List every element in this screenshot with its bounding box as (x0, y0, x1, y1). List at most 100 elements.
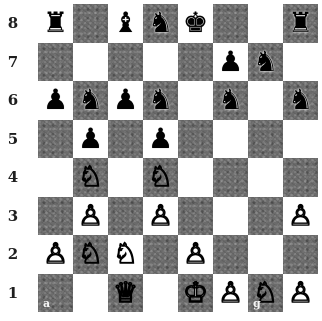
white-knight-icon[interactable]: ♘ (73, 235, 108, 274)
square-b2[interactable]: ♘ (73, 235, 108, 274)
black-pawn-icon[interactable]: ♟ (38, 81, 73, 120)
black-rook-icon[interactable]: ♜ (38, 4, 73, 43)
chess-board: ♜♝♞♚♜♟♞♟♞♟♞♞♞♟♟♘♘♙♙♙♙♘♘♙♕♔♙♘♙ (38, 4, 318, 312)
square-b1[interactable] (73, 274, 108, 313)
white-pawn-icon[interactable]: ♙ (73, 197, 108, 236)
white-queen-icon[interactable]: ♕ (108, 274, 143, 313)
square-d8[interactable]: ♞ (143, 4, 178, 43)
rank-label-6: 6 (6, 91, 20, 109)
square-d1[interactable] (143, 274, 178, 313)
black-knight-icon[interactable]: ♞ (143, 81, 178, 120)
square-c8[interactable]: ♝ (108, 4, 143, 43)
square-d3[interactable]: ♙ (143, 197, 178, 236)
square-f7[interactable]: ♟ (213, 43, 248, 82)
square-f3[interactable] (213, 197, 248, 236)
white-pawn-icon[interactable]: ♙ (213, 274, 248, 313)
square-f5[interactable] (213, 120, 248, 159)
square-a4[interactable] (38, 158, 73, 197)
black-pawn-icon[interactable]: ♟ (213, 43, 248, 82)
square-h7[interactable] (283, 43, 318, 82)
black-knight-icon[interactable]: ♞ (283, 81, 318, 120)
square-e6[interactable] (178, 81, 213, 120)
square-e3[interactable] (178, 197, 213, 236)
square-a7[interactable] (38, 43, 73, 82)
square-e8[interactable]: ♚ (178, 4, 213, 43)
square-h3[interactable]: ♙ (283, 197, 318, 236)
square-e4[interactable] (178, 158, 213, 197)
square-a5[interactable] (38, 120, 73, 159)
rank-label-5: 5 (6, 130, 20, 148)
white-pawn-icon[interactable]: ♙ (283, 197, 318, 236)
square-a3[interactable] (38, 197, 73, 236)
square-h4[interactable] (283, 158, 318, 197)
square-g3[interactable] (248, 197, 283, 236)
rank-label-8: 8 (6, 14, 20, 32)
square-f4[interactable] (213, 158, 248, 197)
square-b4[interactable]: ♘ (73, 158, 108, 197)
square-c1[interactable]: ♕ (108, 274, 143, 313)
black-knight-icon[interactable]: ♞ (248, 43, 283, 82)
white-knight-icon[interactable]: ♘ (143, 158, 178, 197)
black-king-icon[interactable]: ♚ (178, 4, 213, 43)
square-c2[interactable]: ♘ (108, 235, 143, 274)
square-e2[interactable]: ♙ (178, 235, 213, 274)
square-a8[interactable]: ♜ (38, 4, 73, 43)
square-f1[interactable]: ♙ (213, 274, 248, 313)
square-e5[interactable] (178, 120, 213, 159)
square-h8[interactable]: ♜ (283, 4, 318, 43)
rank-label-1: 1 (6, 284, 20, 302)
square-c5[interactable] (108, 120, 143, 159)
white-pawn-icon[interactable]: ♙ (178, 235, 213, 274)
square-a2[interactable]: ♙ (38, 235, 73, 274)
rank-label-4: 4 (6, 168, 20, 186)
white-knight-icon[interactable]: ♘ (73, 158, 108, 197)
square-c7[interactable] (108, 43, 143, 82)
square-c6[interactable]: ♟ (108, 81, 143, 120)
black-pawn-icon[interactable]: ♟ (73, 120, 108, 159)
square-a6[interactable]: ♟ (38, 81, 73, 120)
square-b3[interactable]: ♙ (73, 197, 108, 236)
square-g7[interactable]: ♞ (248, 43, 283, 82)
square-h2[interactable] (283, 235, 318, 274)
square-g2[interactable] (248, 235, 283, 274)
white-pawn-icon[interactable]: ♙ (143, 197, 178, 236)
file-label-g: g (253, 297, 261, 310)
square-d5[interactable]: ♟ (143, 120, 178, 159)
black-bishop-icon[interactable]: ♝ (108, 4, 143, 43)
square-f8[interactable] (213, 4, 248, 43)
white-knight-icon[interactable]: ♘ (108, 235, 143, 274)
square-f6[interactable]: ♞ (213, 81, 248, 120)
rank-label-7: 7 (6, 53, 20, 71)
square-g4[interactable] (248, 158, 283, 197)
square-b5[interactable]: ♟ (73, 120, 108, 159)
square-g6[interactable] (248, 81, 283, 120)
square-g5[interactable] (248, 120, 283, 159)
square-d4[interactable]: ♘ (143, 158, 178, 197)
square-h5[interactable] (283, 120, 318, 159)
square-b8[interactable] (73, 4, 108, 43)
square-d7[interactable] (143, 43, 178, 82)
black-rook-icon[interactable]: ♜ (283, 4, 318, 43)
square-d6[interactable]: ♞ (143, 81, 178, 120)
white-king-icon[interactable]: ♔ (178, 274, 213, 313)
square-e7[interactable] (178, 43, 213, 82)
square-e1[interactable]: ♔ (178, 274, 213, 313)
rank-label-3: 3 (6, 207, 20, 225)
black-pawn-icon[interactable]: ♟ (143, 120, 178, 159)
black-knight-icon[interactable]: ♞ (143, 4, 178, 43)
black-knight-icon[interactable]: ♞ (213, 81, 248, 120)
square-d2[interactable] (143, 235, 178, 274)
square-f2[interactable] (213, 235, 248, 274)
square-c4[interactable] (108, 158, 143, 197)
square-b7[interactable] (73, 43, 108, 82)
white-pawn-icon[interactable]: ♙ (38, 235, 73, 274)
square-h6[interactable]: ♞ (283, 81, 318, 120)
black-knight-icon[interactable]: ♞ (73, 81, 108, 120)
square-c3[interactable] (108, 197, 143, 236)
square-g8[interactable] (248, 4, 283, 43)
black-pawn-icon[interactable]: ♟ (108, 81, 143, 120)
square-h1[interactable]: ♙ (283, 274, 318, 313)
square-b6[interactable]: ♞ (73, 81, 108, 120)
white-pawn-icon[interactable]: ♙ (283, 274, 318, 313)
